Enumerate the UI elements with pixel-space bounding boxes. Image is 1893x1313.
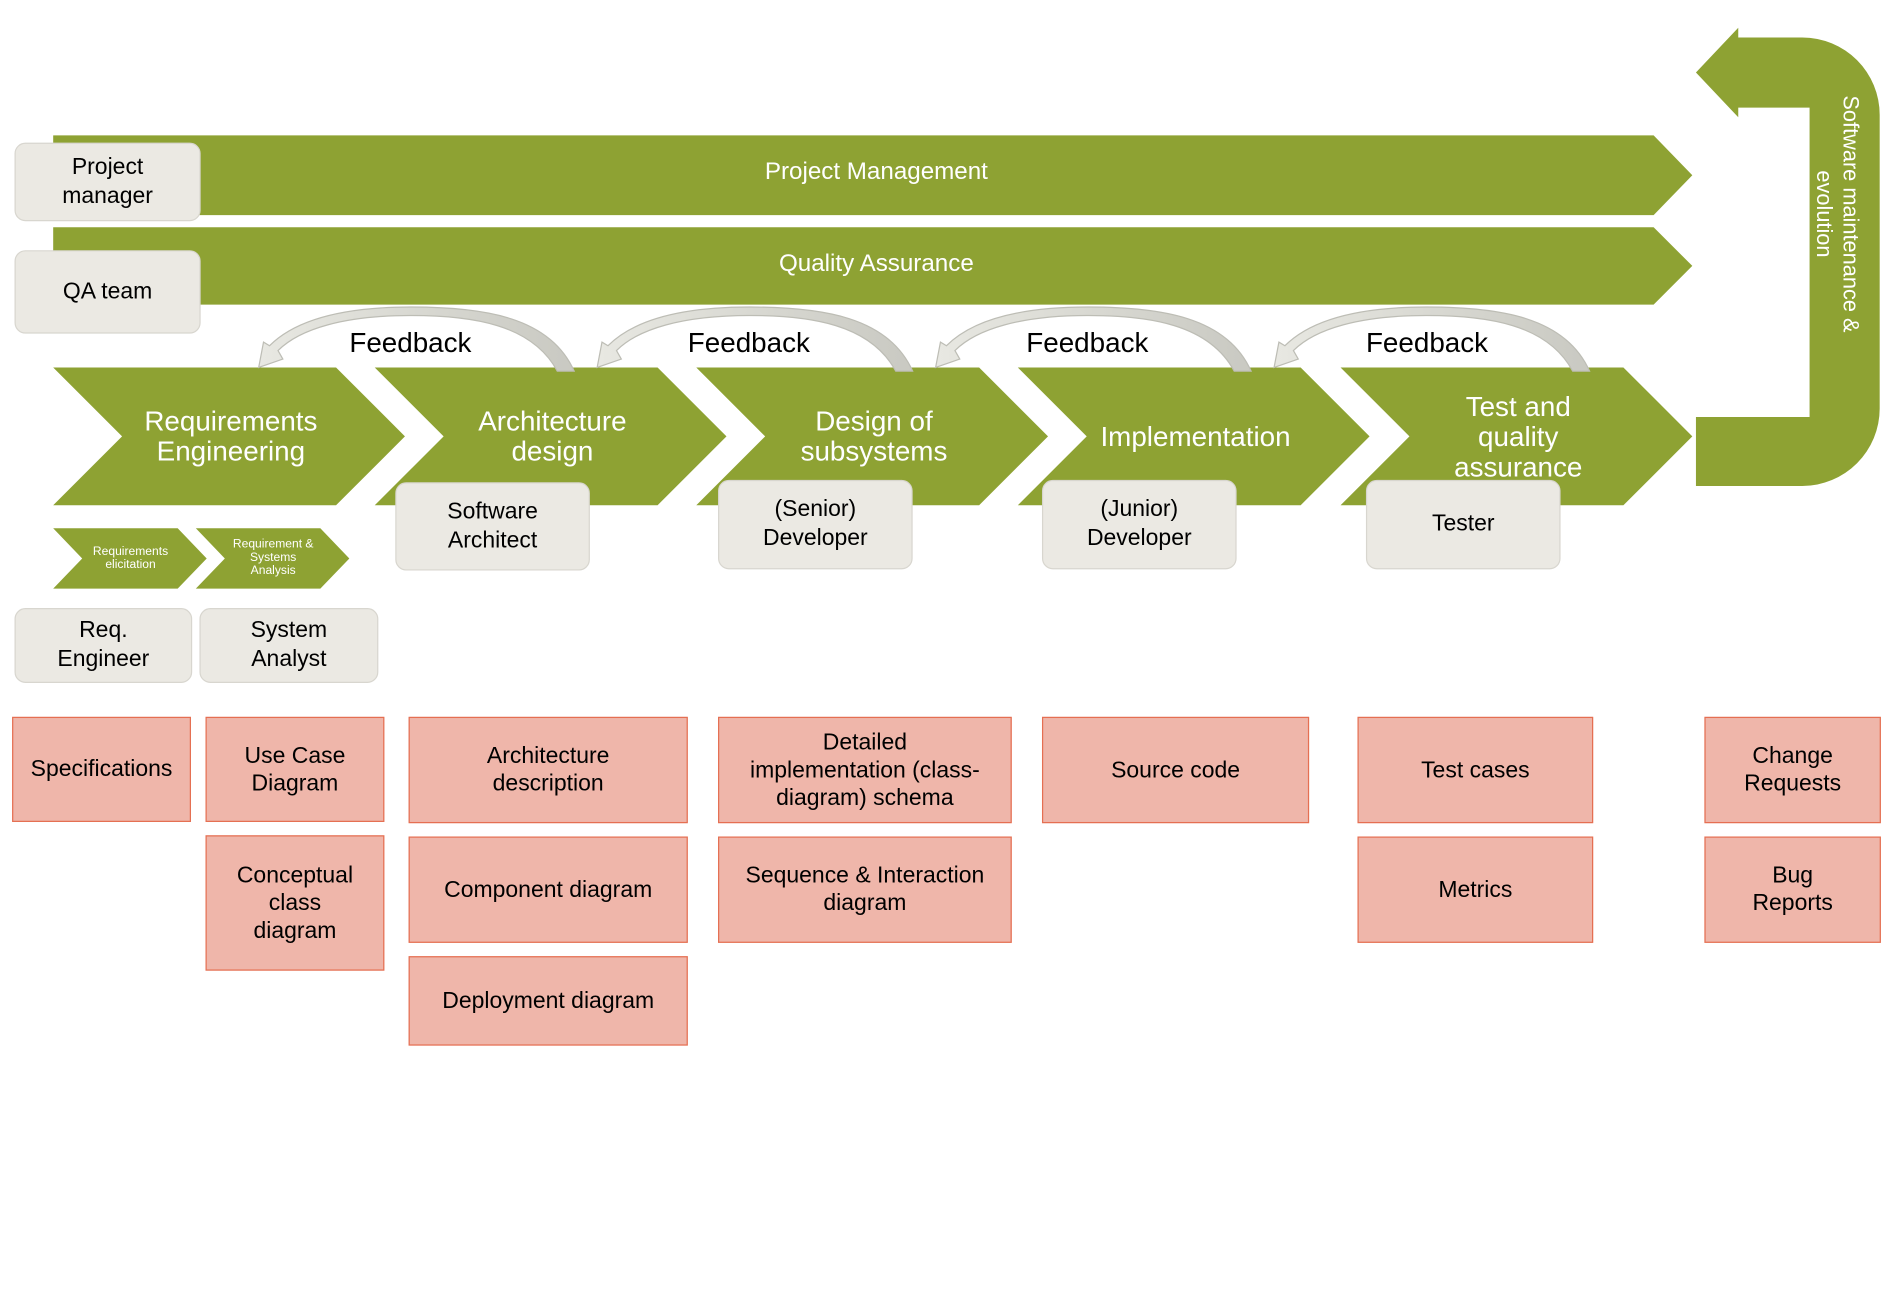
feedback-arrow-1 — [257, 306, 576, 372]
artifact-conceptual-class-diagram: Conceptual class diagram — [205, 835, 385, 971]
role-senior-developer: (Senior) Developer — [718, 479, 913, 570]
artifact-detailed-implementation: Detailed implementation (class- diagram)… — [718, 716, 1012, 824]
artifact-bug-reports: Bug Reports — [1704, 836, 1881, 943]
feedback-label-3: Feedback — [1026, 326, 1149, 358]
project-management-label: Project Management — [764, 158, 988, 185]
maintenance-label: Software maintenance & evolution — [1811, 95, 1863, 333]
role-req-engineer: Req. Engineer — [14, 608, 193, 683]
phase-chevron-implementation — [1017, 367, 1370, 506]
phase-chevron-architecture — [374, 367, 727, 506]
subphase-label-analysis: Requirement & Systems Analysis — [232, 537, 314, 578]
artifact-deployment-diagram: Deployment diagram — [408, 956, 688, 1046]
phase-label-implementation: Implementation — [1100, 420, 1291, 452]
feedback-arrow-4 — [1273, 306, 1591, 372]
artifact-source-code: Source code — [1041, 716, 1310, 824]
subphase-label-elicitation: Requirements elicitation — [92, 545, 169, 572]
feedback-label-4: Feedback — [1365, 326, 1489, 358]
feedback-label-2: Feedback — [687, 326, 810, 358]
phase-label-requirements: Requirements Engineering — [144, 404, 318, 467]
artifact-test-cases: Test cases — [1357, 716, 1594, 824]
artifact-change-requests: Change Requests — [1704, 716, 1881, 824]
maintenance-arrow — [1695, 27, 1880, 486]
phase-label-architecture: Architecture design — [478, 404, 627, 467]
project-management-band — [53, 135, 1693, 216]
phase-label-test: Test and quality assurance — [1454, 389, 1583, 482]
artifact-component-diagram: Component diagram — [408, 836, 688, 943]
phase-label-design: Design of subsystems — [800, 404, 948, 467]
artifact-metrics: Metrics — [1357, 836, 1594, 943]
feedback-label-1: Feedback — [349, 326, 472, 358]
quality-assurance-label: Quality Assurance — [778, 250, 974, 277]
artifact-sequence-interaction: Sequence & Interaction diagram — [718, 836, 1012, 943]
role-system-analyst: System Analyst — [199, 608, 379, 683]
quality-assurance-band — [53, 227, 1693, 305]
subphase-chevron-analysis — [195, 528, 350, 589]
diagram-shapes — [53, 27, 1880, 589]
phase-chevron-requirements — [53, 367, 405, 506]
artifact-architecture-description: Architecture description — [408, 716, 688, 824]
subphase-chevron-elicitation — [53, 528, 207, 589]
role-software-architect: Software Architect — [395, 482, 590, 571]
artifact-use-case-diagram: Use Case Diagram — [205, 716, 385, 822]
phase-chevron-design — [696, 367, 1049, 506]
role-junior-developer: (Junior) Developer — [1041, 479, 1237, 570]
phase-chevron-test — [1340, 367, 1693, 506]
feedback-arrow-2 — [596, 306, 914, 372]
role-project-manager: Project manager — [14, 142, 201, 222]
artifact-specifications: Specifications — [12, 716, 191, 822]
role-qa-team: QA team — [14, 250, 201, 334]
role-tester: Tester — [1365, 479, 1561, 570]
feedback-arrow-3 — [934, 306, 1253, 372]
